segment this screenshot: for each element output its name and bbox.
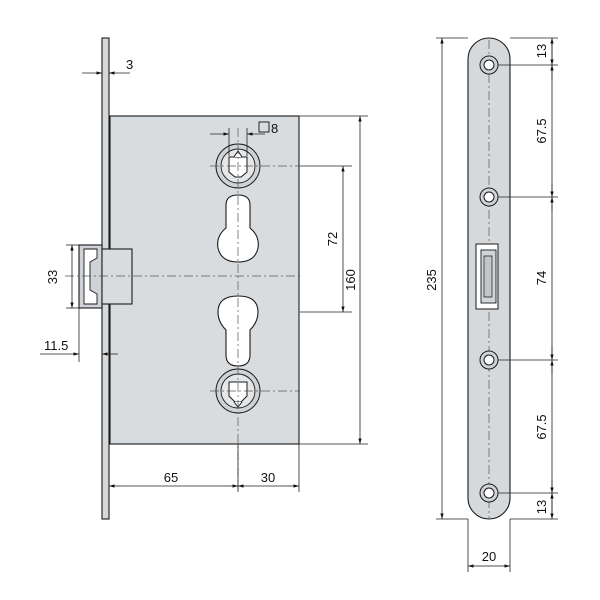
dim-13-top-label: 13 xyxy=(534,44,549,58)
dim-235-label: 235 xyxy=(424,269,439,291)
latch-window xyxy=(475,243,499,310)
dim-74-label: 74 xyxy=(534,271,549,285)
dim-65-30: 65 30 xyxy=(109,444,300,492)
dim-72-label: 72 xyxy=(325,232,340,246)
dim-72: 72 xyxy=(300,165,352,313)
dim-11-5: 11.5 xyxy=(40,308,118,362)
square-symbol-icon xyxy=(258,121,270,133)
dim-160: 160 xyxy=(299,115,368,445)
dim-hole-chain: 13 67.5 74 67.5 13 xyxy=(498,37,558,520)
dim-3-label: 3 xyxy=(126,57,133,72)
dim-160-label: 160 xyxy=(343,269,358,291)
lock-side-view: 3 8 72 160 xyxy=(40,37,368,520)
dim-20-label: 20 xyxy=(482,549,496,564)
dim-13-bottom-label: 13 xyxy=(534,500,549,514)
screw-hole-3 xyxy=(479,350,499,370)
faceplate-front-view: 235 13 67.5 74 67.5 13 xyxy=(424,37,558,572)
screw-hole-2 xyxy=(479,187,499,207)
upper-keyhole xyxy=(217,194,259,263)
dim-65-label: 65 xyxy=(164,470,178,485)
latch-bolt xyxy=(78,244,133,309)
dim-67-5-upper-label: 67.5 xyxy=(534,118,549,143)
dim-33-label: 33 xyxy=(45,270,60,284)
lock-body xyxy=(109,115,300,445)
spindle-follower xyxy=(215,143,261,189)
dim-20: 20 xyxy=(467,519,511,572)
screw-hole-1 xyxy=(479,55,499,75)
dim-8-label: 8 xyxy=(271,121,278,136)
screw-hole-4 xyxy=(479,483,499,503)
dim-spindle-square: 8 xyxy=(210,121,278,156)
dim-faceplate-thickness: 3 xyxy=(82,57,133,75)
dim-30-label: 30 xyxy=(261,470,275,485)
dim-235: 235 xyxy=(424,37,468,520)
dim-67-5-lower-label: 67.5 xyxy=(534,414,549,439)
dim-33: 33 xyxy=(45,244,79,309)
dim-11-5-label: 11.5 xyxy=(44,338,68,353)
